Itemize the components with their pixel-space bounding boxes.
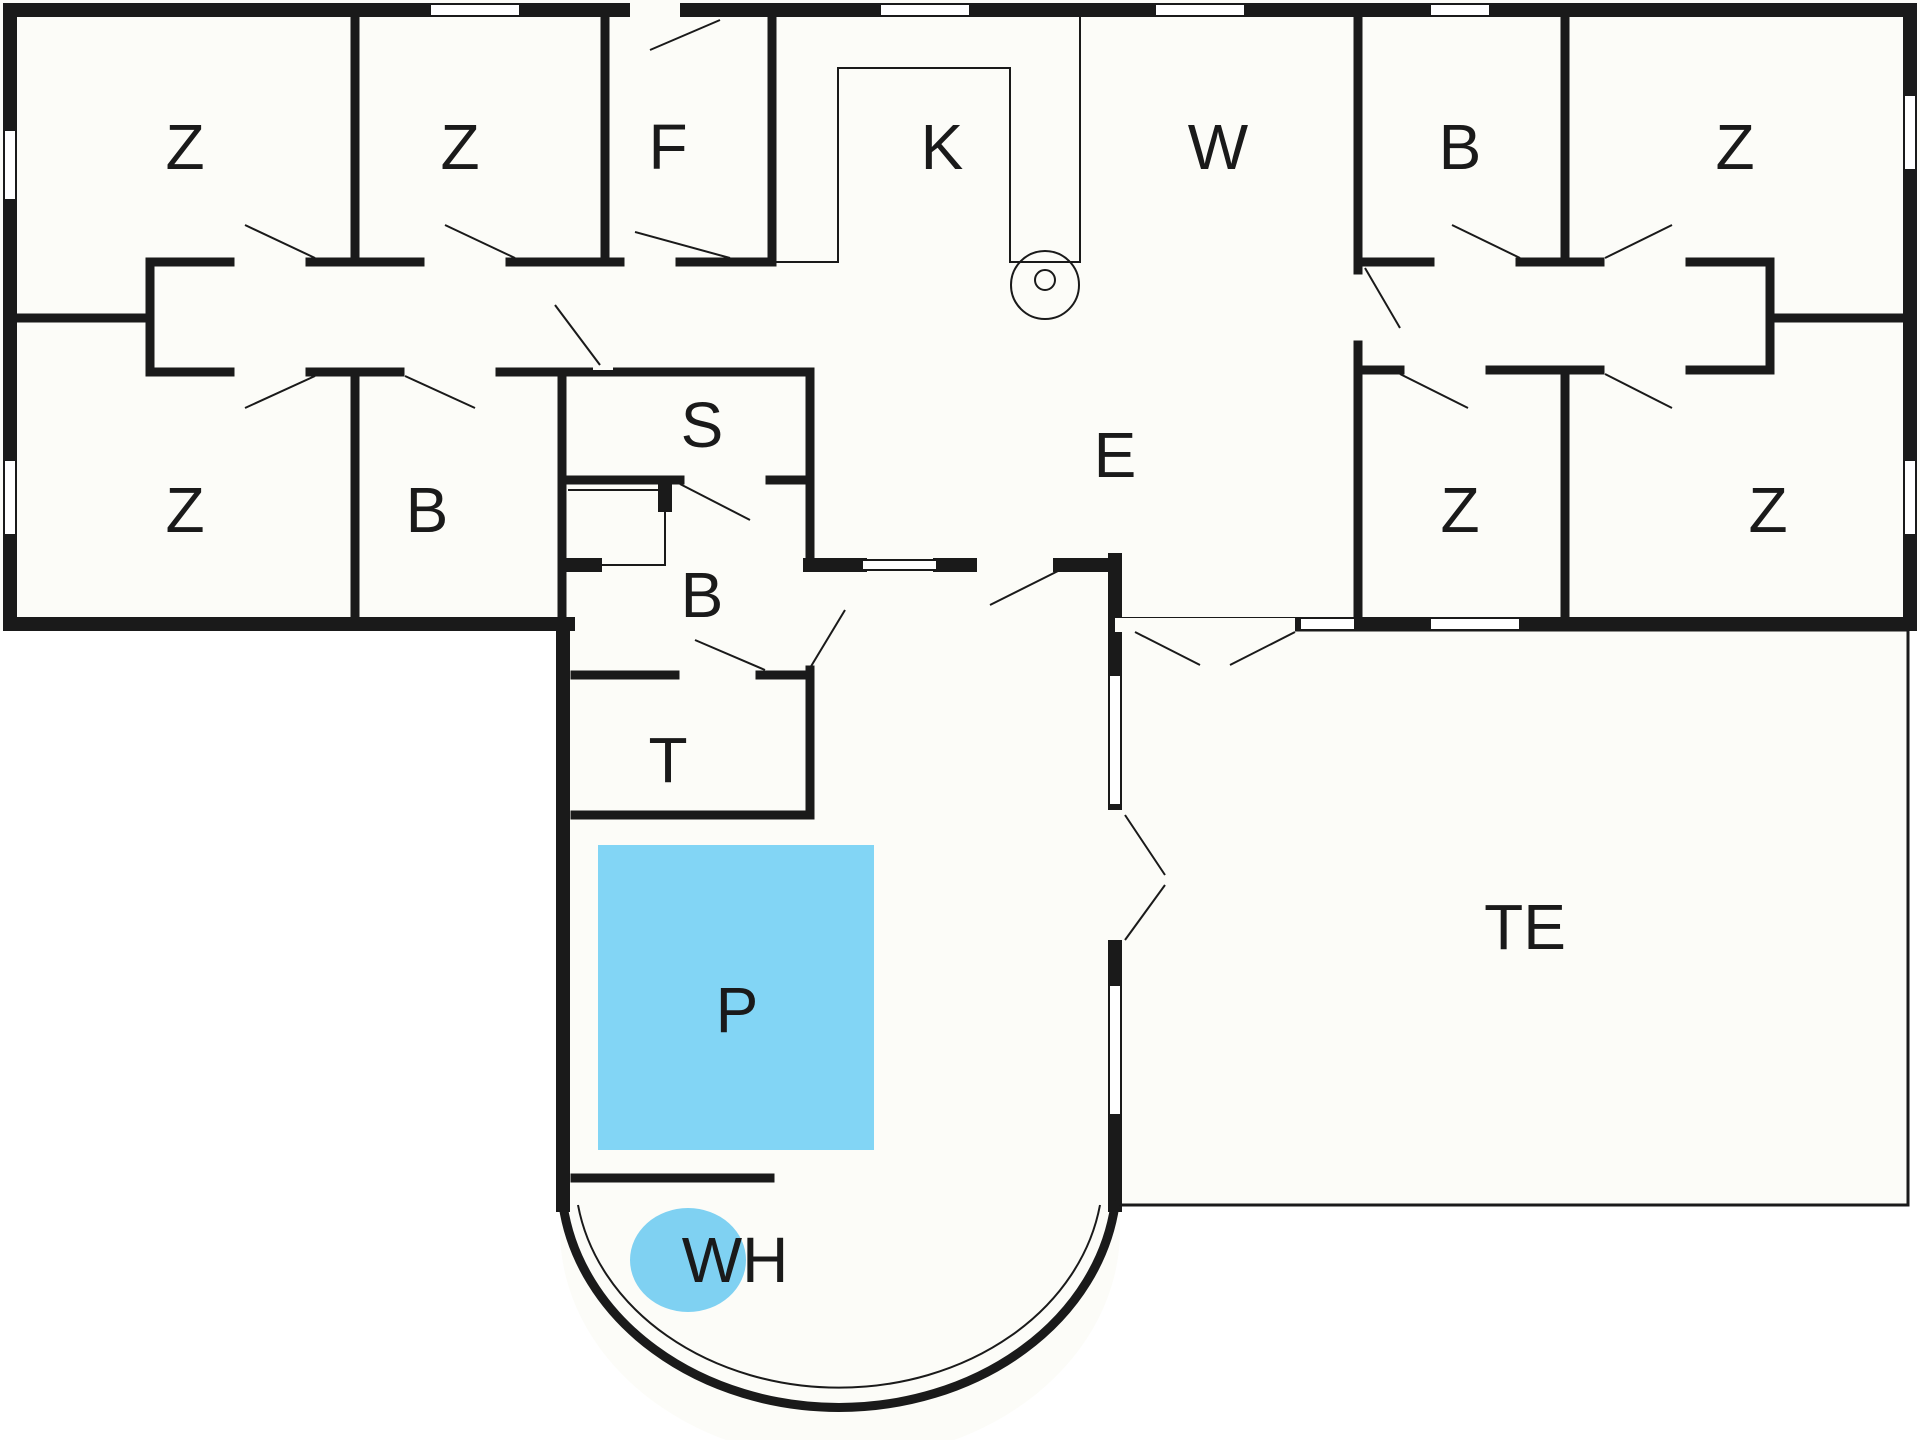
door-swings xyxy=(244,19,1673,941)
room-label-k: K xyxy=(921,111,964,183)
room-label-te: TE xyxy=(1484,891,1566,963)
room-label-t: T xyxy=(648,724,687,796)
room-label-s: S xyxy=(681,389,724,461)
room-label-e: E xyxy=(1094,419,1137,491)
room-label-wh: WH xyxy=(682,1224,789,1296)
room-label-p: P xyxy=(716,974,759,1046)
room-label-f: F xyxy=(648,111,687,183)
room-label-z1: Z xyxy=(165,111,204,183)
room-label-b1: B xyxy=(1439,111,1482,183)
room-label-z6: Z xyxy=(1748,474,1787,546)
room-label-z5: Z xyxy=(1440,474,1479,546)
room-label-z3: Z xyxy=(1715,111,1754,183)
room-label-z4: Z xyxy=(165,474,204,546)
windows xyxy=(3,3,1917,1116)
room-label-z2: Z xyxy=(440,111,479,183)
room-label-w: W xyxy=(1188,111,1249,183)
room-label-b2: B xyxy=(406,474,449,546)
openings xyxy=(593,0,1368,940)
room-label-b3: B xyxy=(681,559,724,631)
whirlpool xyxy=(630,1208,746,1312)
room-labels: Z Z F K W B Z Z B S E B Z Z T P TE WH xyxy=(165,111,1787,1296)
pool xyxy=(598,845,874,1150)
terrace-outline xyxy=(1118,628,1910,1207)
